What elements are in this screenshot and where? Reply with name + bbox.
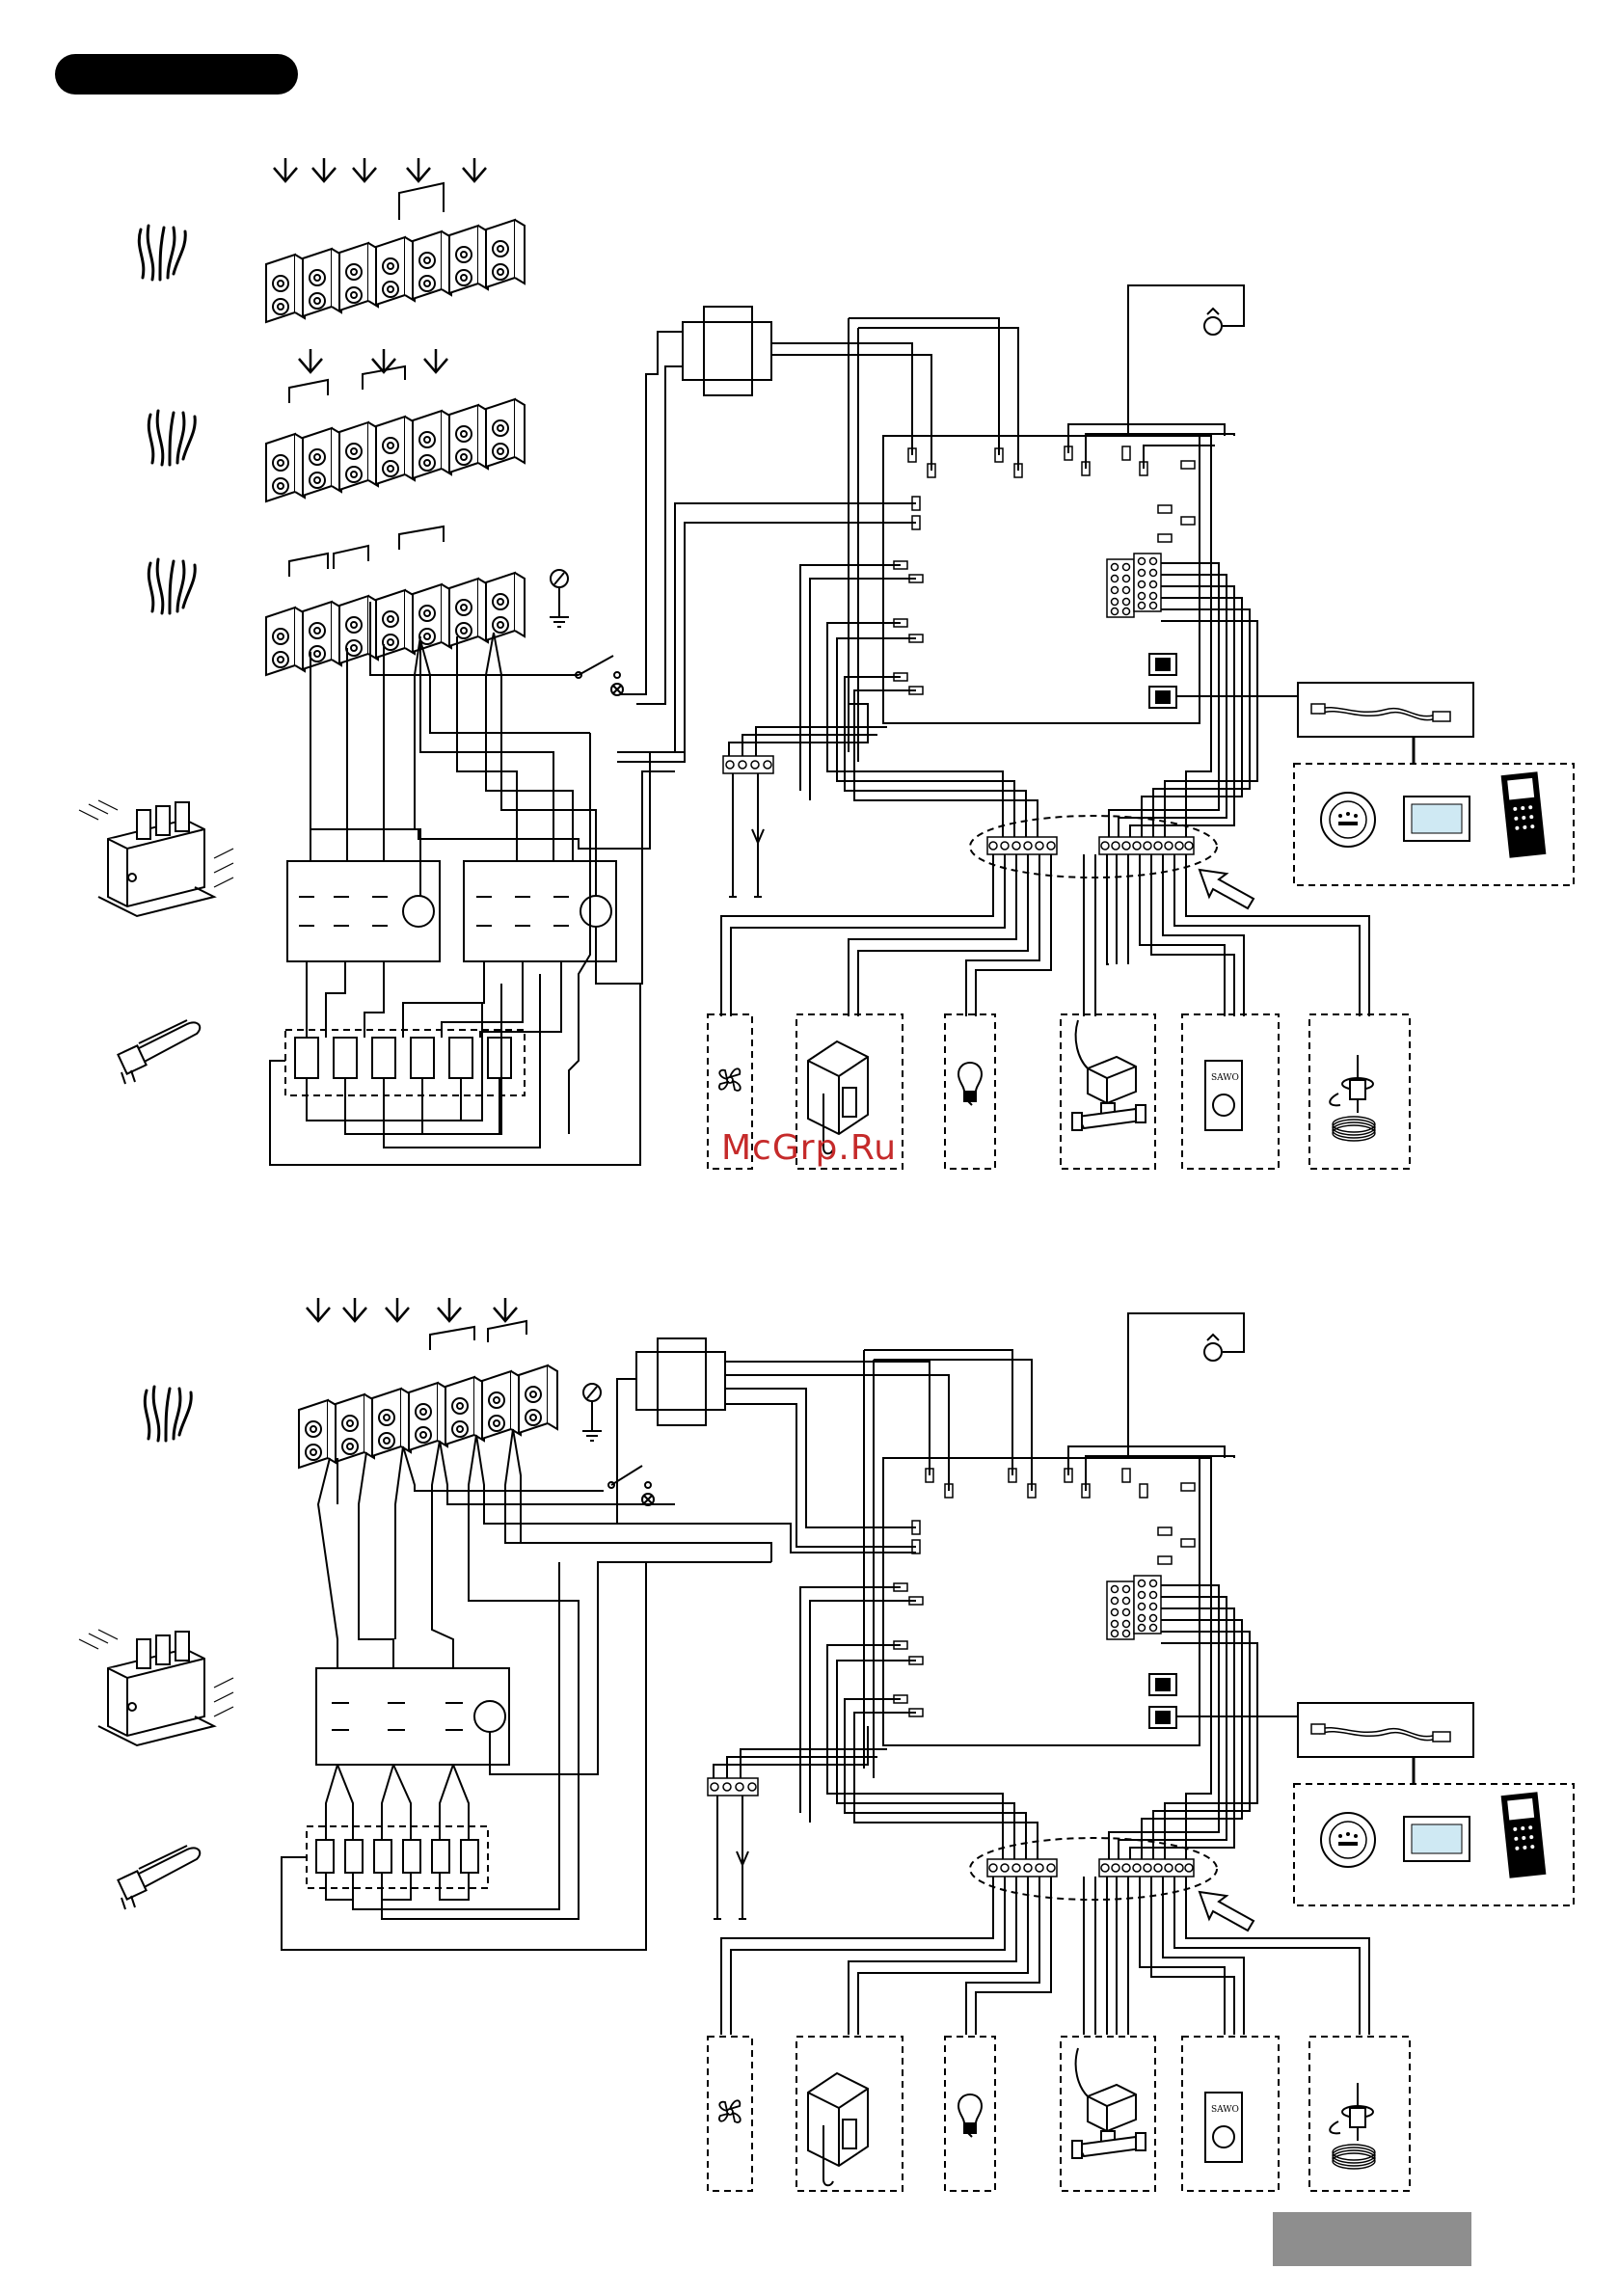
terminal-block-icon — [266, 399, 525, 501]
contactor-icon — [79, 800, 233, 916]
ground-icon — [550, 570, 569, 627]
sensor-icon — [1128, 1313, 1244, 1458]
solenoid-valve-icon — [1072, 2048, 1146, 2158]
heating-element-icon — [118, 1846, 200, 1909]
sawo-unit-icon — [1205, 1061, 1242, 1130]
page-number-tab — [1273, 2212, 1471, 2266]
control-panel-icon — [1294, 1703, 1574, 1905]
temperature-sensor-icon — [1330, 1055, 1375, 1141]
arrow-down-icon — [274, 158, 486, 181]
connector-strip — [708, 1778, 758, 1796]
heating-element-icon — [118, 1020, 200, 1084]
control-board-icon — [883, 1458, 1200, 1745]
main-switch-icon — [576, 656, 623, 695]
lamp-icon — [958, 1063, 982, 1105]
sawo-unit-icon — [1205, 2093, 1242, 2162]
temperature-sensor-icon — [1330, 2083, 1375, 2169]
wire-bundle-icon — [139, 226, 185, 280]
lamp-icon — [958, 2094, 982, 2137]
terminal-block-icon — [299, 1365, 557, 1468]
arrow-icon — [1200, 870, 1254, 908]
main-switch-icon — [608, 1466, 654, 1505]
upper-wiring-diagram — [79, 158, 1574, 1169]
heating-resistors — [285, 1030, 525, 1095]
connector-strip — [1099, 1859, 1194, 1877]
terminal-block-icon — [266, 220, 525, 322]
control-board-icon — [883, 436, 1200, 723]
connector-strip — [1099, 837, 1194, 854]
terminal-block-icon — [266, 573, 525, 675]
connector-strip — [723, 756, 773, 773]
ground-icon — [582, 1384, 602, 1441]
watermark-text: McGrp.Ru — [721, 1128, 897, 1168]
arrow-icon — [1200, 1892, 1254, 1931]
connector-strip — [987, 1859, 1057, 1877]
contactor-schematic — [287, 861, 616, 961]
wire-bundle-icon — [145, 1387, 191, 1441]
contactor-icon — [79, 1630, 233, 1745]
heating-resistors — [307, 1826, 488, 1888]
wire-bundle-icon — [148, 559, 195, 613]
transformer-icon — [675, 307, 785, 395]
arrow-down-icon — [307, 1298, 517, 1321]
control-panel-icon — [1294, 683, 1574, 885]
lower-wiring-diagram — [79, 1298, 1574, 2191]
transformer-icon — [636, 1338, 735, 1425]
connector-strip — [987, 837, 1057, 854]
arrow-down-icon — [299, 349, 447, 372]
fan-icon — [719, 2100, 741, 2122]
solenoid-valve-icon — [1072, 1020, 1146, 1130]
contactor-schematic — [316, 1668, 509, 1765]
pump-icon — [808, 2073, 868, 2185]
fan-icon — [719, 1068, 741, 1091]
sensor-icon — [1128, 285, 1244, 436]
wire-bundle-icon — [148, 411, 195, 465]
